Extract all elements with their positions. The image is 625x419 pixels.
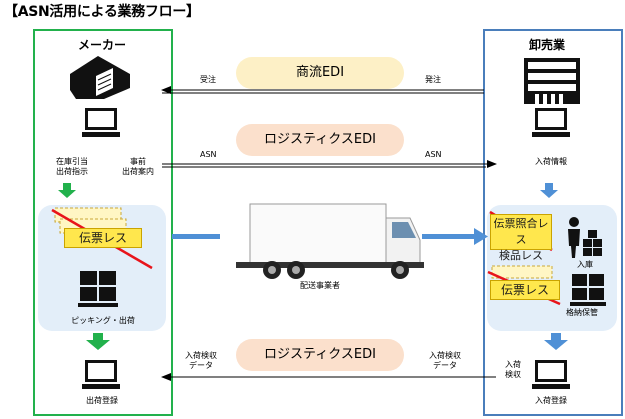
- maker-computer-icon-top: [82, 108, 120, 137]
- delivery-arrow-right-bar: [422, 234, 478, 239]
- storage-label: 格納保管: [566, 308, 598, 317]
- maker-flow-arrow-1: [58, 183, 76, 198]
- arrival-info-label: 入荷情報: [535, 157, 567, 166]
- arrival-registration-label: 入荷登録: [535, 396, 567, 405]
- logistics-edi-bottom-label: ロジスティクスEDI: [264, 347, 376, 362]
- order-placed-label: 発注: [425, 75, 441, 84]
- logistics-edi-top-label: ロジスティクスEDI: [264, 132, 376, 147]
- maker-computer-icon-bottom: [82, 360, 120, 389]
- wholesaler-slip-sheet-back: [491, 265, 553, 279]
- wholesaler-computer-icon-top: [532, 108, 570, 137]
- receiving-label: 入庫: [577, 260, 593, 269]
- shipment-registration-label: 出荷登録: [86, 396, 118, 405]
- inspection-text: 入荷検収: [505, 360, 521, 379]
- commercial-edi-label: 商流EDI: [295, 65, 345, 80]
- wholesaler-flow-arrow-1: [540, 183, 558, 198]
- delivery-arrowhead: [474, 228, 488, 245]
- wholesaler-column-border: [483, 29, 623, 416]
- warehouse-icon: [70, 56, 130, 99]
- page-title: 【ASN活用による業務フロー】: [4, 4, 200, 20]
- delivery-truck-icon: [236, 203, 424, 279]
- asn-right-label: ASN: [425, 150, 442, 159]
- inspection-less-tag: 伝票照合レス 検品レス: [490, 214, 552, 262]
- carrier-label: 配送事業者: [300, 281, 340, 290]
- maker-flow-arrow-2: [86, 333, 110, 350]
- logistics-edi-bottom-pill: [236, 339, 404, 371]
- stock-allocation-text: 在庫引当出荷指示: [56, 157, 88, 176]
- picking-shipping-label: ピッキング・出荷: [71, 316, 135, 325]
- inspection-data-right-label: 入荷検収データ: [429, 351, 461, 370]
- advance-notice-text: 事前出荷案内: [122, 157, 154, 176]
- commercial-edi-pill: [236, 57, 404, 89]
- wholesaler-flow-arrow-2: [544, 333, 568, 350]
- wholesaler-slip-less-tag: 伝票レス: [490, 280, 560, 300]
- warehouse-building-icon: [524, 58, 580, 104]
- inspection-data-left-label: 入荷検収データ: [185, 351, 217, 370]
- wholesaler-label: 卸売業: [529, 38, 566, 52]
- boxes-pallet-icon: [78, 271, 118, 307]
- worker-with-boxes-icon: [568, 217, 602, 258]
- order-received-label: 受注: [200, 75, 216, 84]
- maker-column-border: [33, 29, 173, 416]
- asn-left-label: ASN: [200, 150, 217, 159]
- maker-slip-less-tag: 伝票レス: [64, 228, 142, 248]
- maker-label: メーカー: [78, 38, 127, 52]
- wholesaler-computer-icon-bottom: [532, 360, 570, 389]
- delivery-arrow-left-bar: [172, 234, 220, 239]
- logistics-edi-top-pill: [236, 124, 404, 156]
- wholesaler-boxes-pallet-icon: [570, 274, 606, 306]
